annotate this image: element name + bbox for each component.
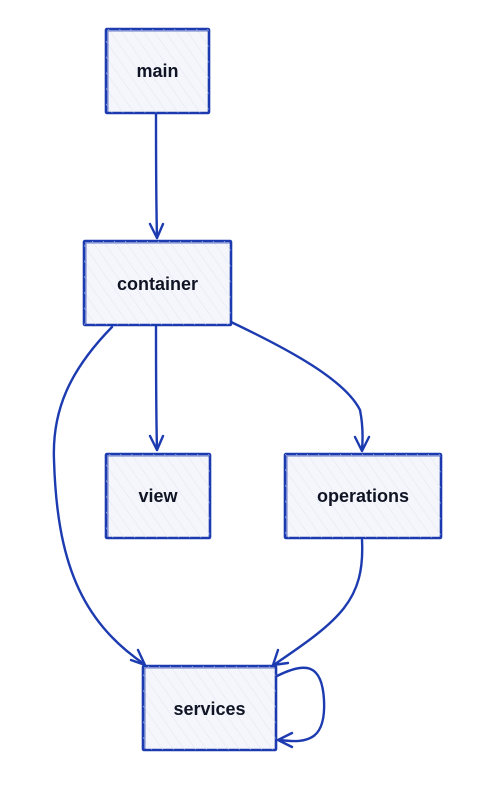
- node-services-label: services: [173, 699, 245, 719]
- node-operations[interactable]: operations: [283, 452, 443, 540]
- node-container-label: container: [117, 274, 198, 294]
- edge-operations-to-services: [271, 538, 364, 667]
- edges: [52, 112, 371, 749]
- node-services[interactable]: services: [141, 664, 278, 752]
- node-container[interactable]: container: [82, 239, 233, 327]
- node-view[interactable]: view: [104, 452, 212, 540]
- edge-container-to-view: [148, 324, 165, 452]
- edge-services-self-loop: [275, 666, 326, 749]
- node-view-label: view: [138, 486, 178, 506]
- node-main-label: main: [136, 61, 178, 81]
- edge-main-to-container: [148, 112, 165, 240]
- node-operations-label: operations: [317, 486, 409, 506]
- edge-container-to-operations: [229, 320, 371, 453]
- node-main[interactable]: main: [104, 27, 211, 115]
